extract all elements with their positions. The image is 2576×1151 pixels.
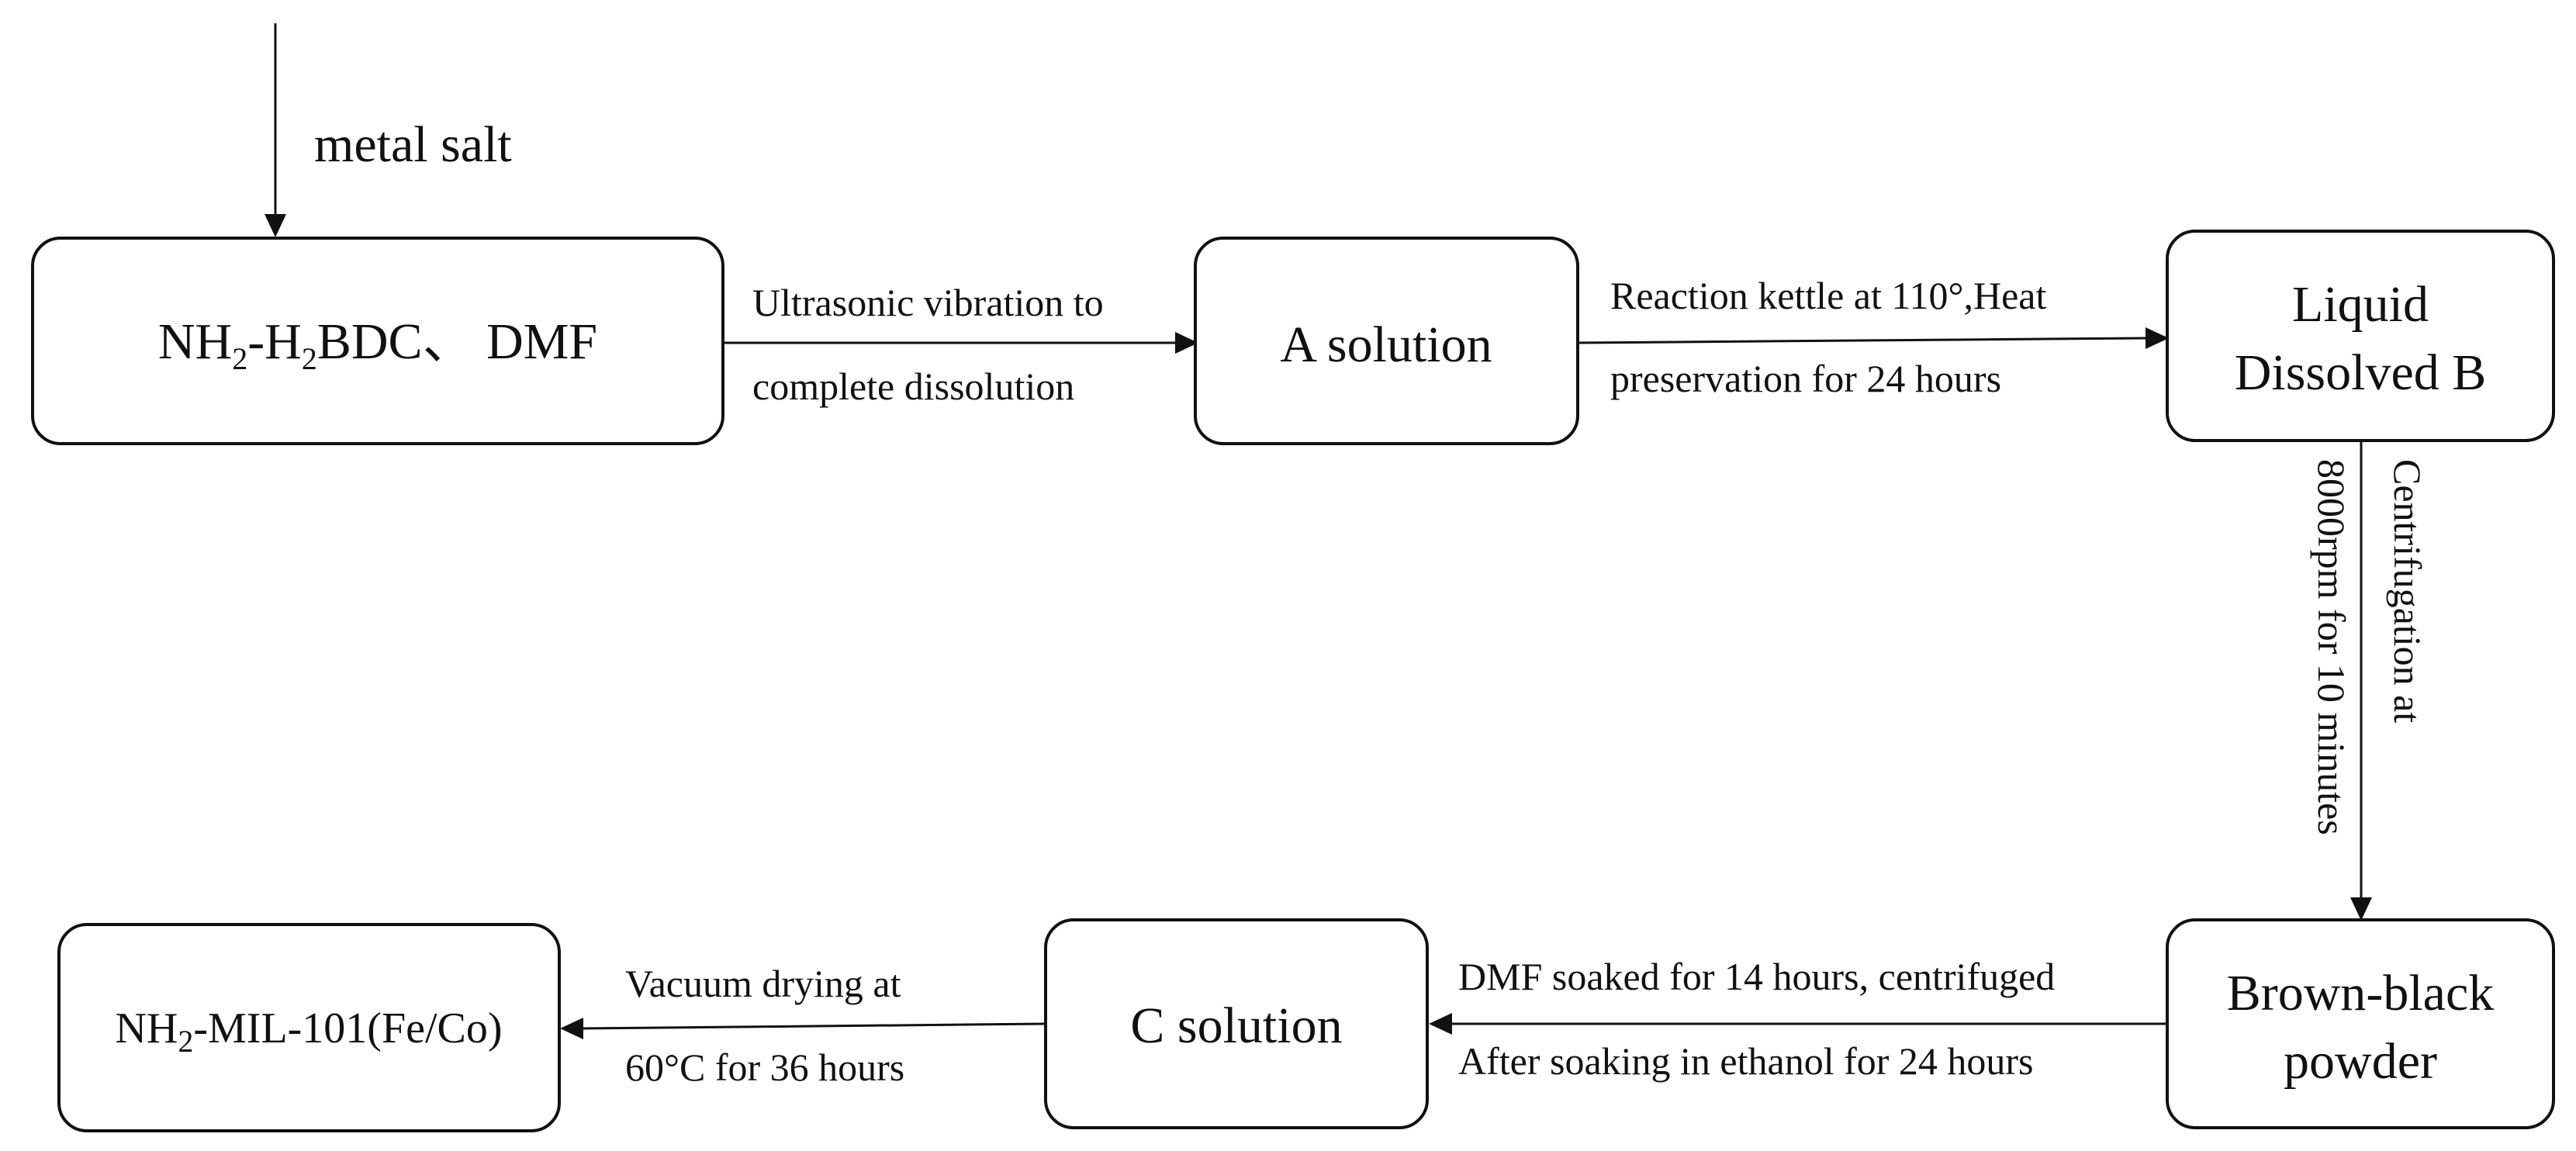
node-liquid-b — [2166, 230, 2555, 442]
edge-reaction-arrowhead — [2146, 327, 2169, 349]
node-a-solution — [1194, 237, 1579, 445]
edge-centrifugation-arrowhead — [2350, 897, 2372, 921]
node-liquid-b-label-2: Dissolved B — [2235, 344, 2487, 401]
metal-salt-arrowhead — [265, 214, 286, 237]
node-start — [31, 237, 724, 445]
edge-centrifugation-label-2: 8000rpm for 10 minutes — [2310, 459, 2353, 835]
edge-dmf-soak-arrowhead — [1429, 1013, 1452, 1035]
edge-vacuum-line — [583, 1022, 1046, 1030]
edge-reaction-label-1: Reaction kettle at 110°,Heat — [1610, 274, 2046, 317]
edge-vacuum-label-2: 60°C for 36 hours — [625, 1046, 904, 1089]
node-brown-powder — [2166, 918, 2555, 1129]
node-start-label: NH2-H2BDC、 DMF — [158, 313, 597, 376]
edge-dmf-soak-label-1: DMF soaked for 14 hours, centrifuged — [1458, 955, 2055, 998]
node-brown-powder-label-2: powder — [2284, 1033, 2437, 1090]
edge-reaction-line — [1577, 337, 2146, 344]
edge-ultrasonic-label-2: complete dissolution — [752, 365, 1074, 408]
node-a-solution-label: A solution — [1280, 316, 1492, 373]
edge-reaction-label-2: preservation for 24 hours — [1610, 357, 2001, 400]
edge-vacuum-label-1: Vacuum drying at — [625, 962, 901, 1005]
edge-centrifugation-label-1: Centrifugation at — [2386, 459, 2429, 723]
edge-vacuum-arrowhead — [560, 1018, 583, 1039]
node-final — [57, 923, 561, 1132]
edge-ultrasonic-label-1: Ultrasonic vibration to — [752, 281, 1104, 324]
node-final-label: NH2-MIL-101(Fe/Co) — [115, 1004, 502, 1059]
node-c-solution-label: C solution — [1130, 997, 1342, 1054]
node-brown-powder-label-1: Brown-black — [2227, 965, 2495, 1021]
edge-dmf-soak-label-2: After soaking in ethanol for 24 hours — [1458, 1039, 2034, 1083]
edge-ultrasonic-arrowhead — [1175, 332, 1198, 354]
metal-salt-label: metal salt — [314, 116, 512, 173]
node-liquid-b-label-1: Liquid — [2292, 276, 2429, 333]
